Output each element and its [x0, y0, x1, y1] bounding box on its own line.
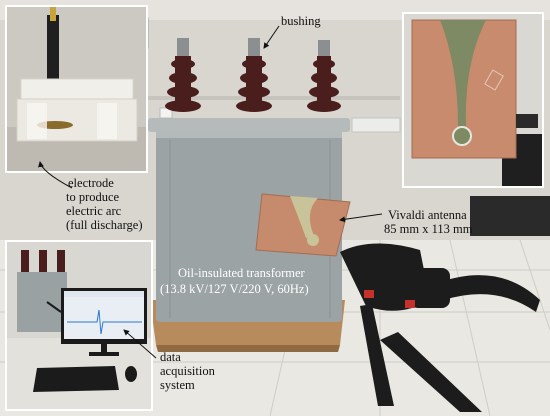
daq-label-line-2: acquisition	[160, 364, 215, 378]
electrode-label-line-2: to produce	[66, 190, 120, 204]
vivaldi-label-line-1: Vivaldi antenna	[388, 208, 467, 222]
transformer-label-line-2: (13.8 kV/127 V/220 V, 60Hz)	[160, 282, 309, 296]
daq-label-line-3: system	[160, 378, 195, 392]
bushing-label: bushing	[281, 14, 321, 28]
electrode-label-line-3: electric arc	[66, 204, 122, 218]
data-acquisition-inset	[5, 240, 153, 411]
vivaldi-arrow	[339, 213, 383, 223]
electrode-photo	[7, 7, 146, 171]
daq-label-line-1: data	[160, 350, 181, 364]
electrode-label-line-4: (full discharge)	[66, 218, 143, 232]
vivaldi-antenna-photo	[404, 14, 542, 186]
electrode-label-line-1: electrode	[68, 176, 114, 190]
vivaldi-antenna-inset	[402, 12, 544, 188]
vivaldi-label-line-2: 85 mm x 113 mm	[384, 222, 473, 236]
transformer-label-line-1: Oil-insulated transformer	[178, 266, 305, 280]
bushing-arrow	[263, 25, 280, 49]
daq-arrow	[123, 329, 157, 359]
electrode-inset	[5, 5, 148, 173]
electrode-arrow	[38, 161, 73, 189]
data-acquisition-photo	[7, 242, 151, 409]
